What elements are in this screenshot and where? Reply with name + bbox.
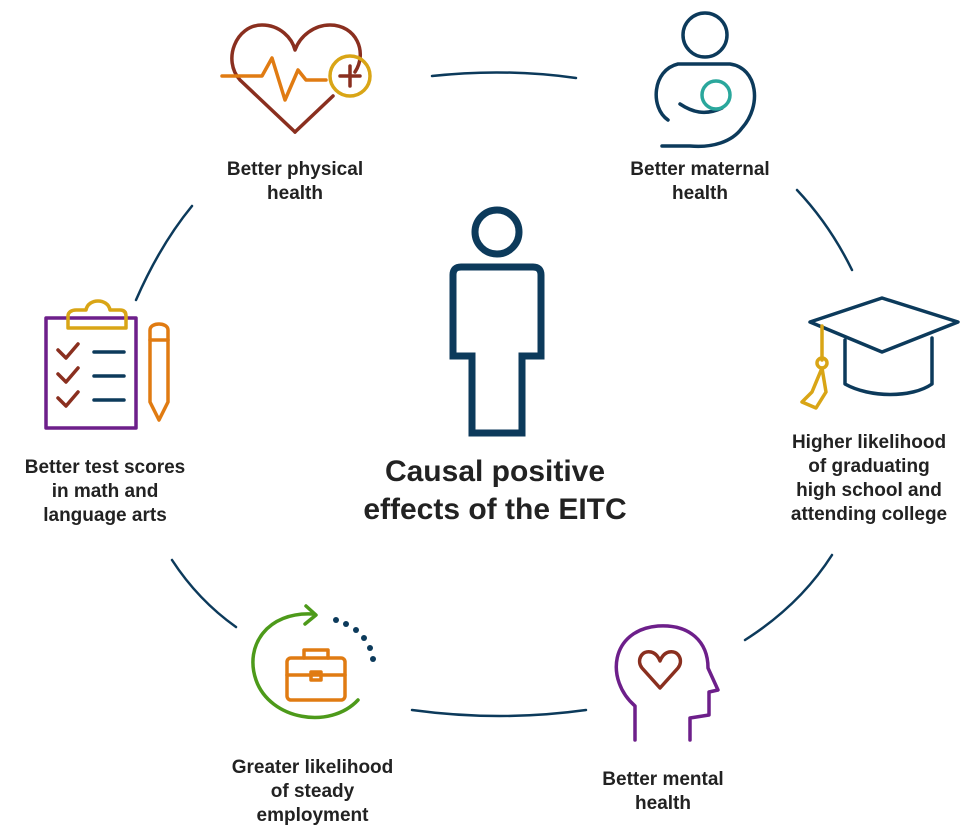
label-test-scores: Better test scores in math and language …	[0, 456, 210, 528]
arc-top-right	[795, 188, 854, 272]
label-line: high school and	[796, 480, 942, 501]
center-title: Causal positive effects of the EITC	[330, 453, 660, 529]
person-icon	[449, 206, 545, 437]
label-line: language arts	[43, 505, 167, 526]
label-mental-health: Better mental health	[563, 768, 763, 816]
label-line: of steady	[270, 781, 355, 802]
label-line: in math and	[51, 481, 159, 502]
clipboard-checklist-icon	[44, 299, 170, 430]
label-physical-health: Better physical health	[195, 158, 395, 206]
label-line: Better maternal	[630, 159, 770, 180]
arc-bottom-left	[170, 558, 238, 629]
arc-bottom-right	[743, 553, 834, 642]
label-line: attending college	[790, 504, 948, 525]
label-line: Greater likelihood	[231, 757, 394, 778]
label-line: Better test scores	[24, 457, 186, 478]
mother-baby-icon	[654, 11, 757, 149]
label-line: Better mental	[602, 769, 724, 790]
arc-top	[430, 71, 578, 80]
connector-arcs	[134, 71, 854, 718]
center-title-line1: Causal positive	[384, 455, 606, 488]
label-line: health	[267, 183, 323, 204]
arc-bottom	[410, 708, 588, 718]
label-line: health	[672, 183, 728, 204]
briefcase-cycle-icon	[251, 604, 376, 720]
label-employment: Greater likelihood of steady employment	[205, 756, 420, 828]
label-line: health	[635, 793, 691, 814]
label-line: of graduating	[808, 456, 930, 477]
graduation-cap-icon	[800, 296, 960, 410]
arc-top-left	[134, 204, 194, 302]
label-graduation: Higher likelihood of graduating high sch…	[770, 431, 968, 527]
label-line: employment	[256, 805, 369, 826]
heart-health-icon	[220, 23, 372, 134]
center-title-line2: effects of the EITC	[363, 493, 627, 526]
label-line: Higher likelihood	[791, 432, 947, 453]
label-maternal-health: Better maternal health	[600, 158, 800, 206]
head-heart-icon	[614, 624, 720, 742]
label-line: Better physical	[226, 159, 364, 180]
